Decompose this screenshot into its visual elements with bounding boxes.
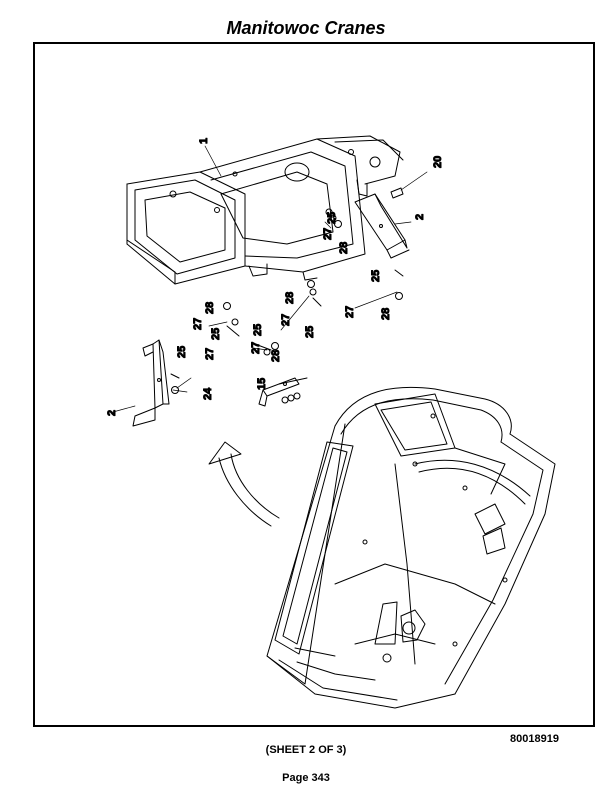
- callout-27-f: 27: [204, 348, 216, 360]
- bracket-left: [132, 339, 170, 427]
- callout-20: 20: [432, 156, 444, 168]
- callout-25-e: 25: [252, 324, 264, 336]
- page-header: Manitowoc Cranes: [226, 18, 386, 38]
- callout-25-a: 25: [326, 212, 338, 224]
- exploded-parts-drawing: 1 20 2 27 25 28 25 27 28 28 27 25 28 27 …: [106, 135, 556, 709]
- callout-28-a: 28: [338, 242, 350, 254]
- callout-25-b: 25: [370, 270, 382, 282]
- callout-2-left: 2: [106, 410, 118, 416]
- page-number: Page 343: [282, 772, 330, 784]
- callout-1: 1: [198, 138, 210, 144]
- bracket-right: [354, 193, 410, 259]
- callout-27-d: 27: [192, 318, 204, 330]
- fasteners: [170, 187, 404, 404]
- callout-28-d: 28: [204, 302, 216, 314]
- callout-28-b: 28: [380, 308, 392, 320]
- callout-27-b: 27: [344, 306, 356, 318]
- callouts: 1 20 2 27 25 28 25 27 28 28 27 25 28 27 …: [106, 137, 445, 416]
- callout-25-d: 25: [210, 328, 222, 340]
- callout-25-c: 25: [304, 326, 316, 338]
- callout-27-c: 27: [280, 314, 292, 326]
- callout-25-f: 25: [176, 346, 188, 358]
- callout-28-e: 28: [270, 350, 282, 362]
- callout-24: 24: [202, 387, 214, 400]
- callout-27-a: 27: [322, 228, 334, 240]
- sheet-label: (SHEET 2 OF 3): [265, 744, 347, 756]
- callout-2-right: 2: [414, 214, 426, 220]
- callout-28-c: 28: [284, 292, 296, 304]
- direction-arrow: [208, 441, 280, 527]
- leader-lines: [112, 145, 428, 413]
- drawing-frame: 1 20 2 27 25 28 25 27 28 28 27 25 28 27 …: [33, 42, 595, 727]
- drawing-number: 80018919: [510, 733, 559, 745]
- callout-15: 15: [256, 378, 268, 390]
- cab-assembly: [266, 386, 556, 709]
- callout-27-e: 27: [250, 342, 262, 354]
- panel-assembly: [126, 135, 404, 285]
